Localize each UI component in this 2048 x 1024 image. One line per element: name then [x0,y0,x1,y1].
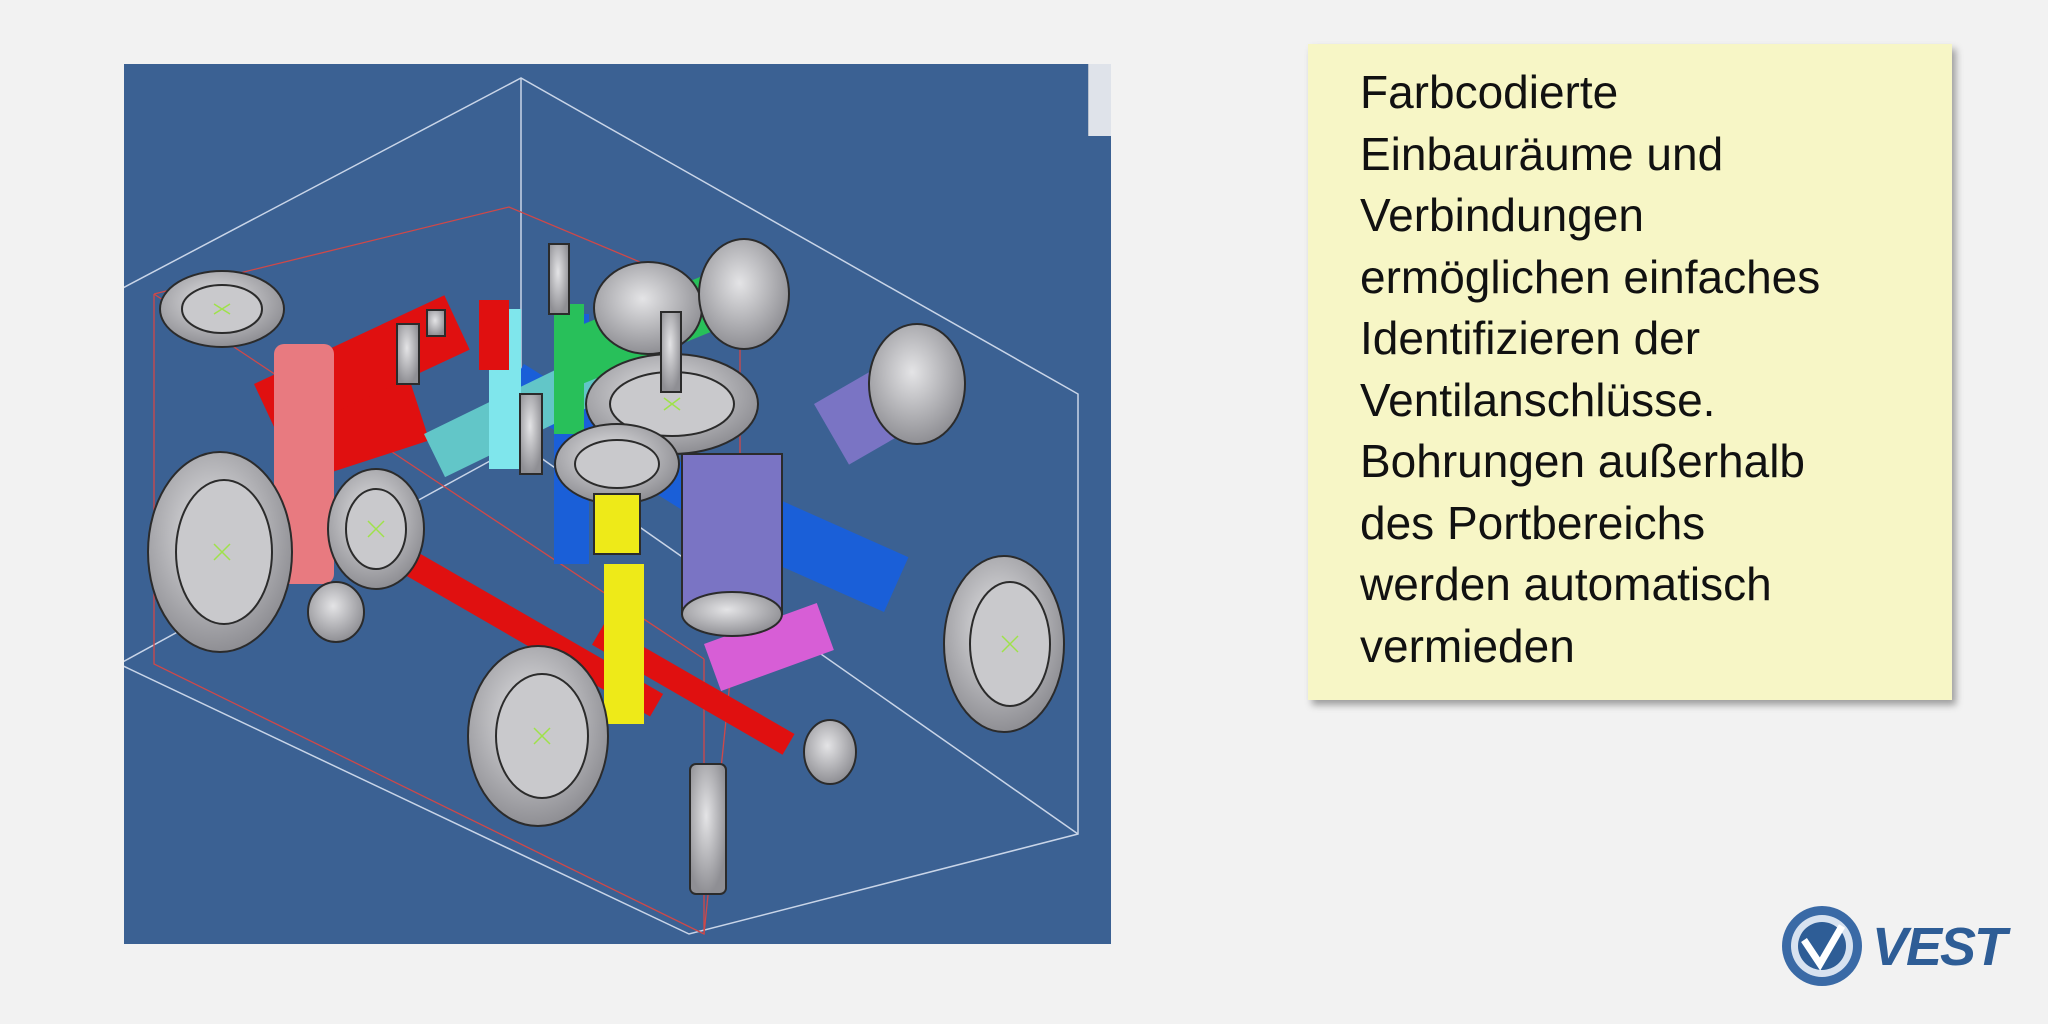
galleries [254,251,962,755]
logo-wordmark: VEST [1872,917,2007,977]
cad-view-cube-icon[interactable] [1088,64,1111,136]
ports [147,238,1065,895]
vest-logo-icon [1782,906,1862,986]
port-center-marks [213,303,1019,745]
info-note: Farbcodierte Einbauräume und Verbindunge… [1308,44,1952,700]
note-text: Farbcodierte Einbauräume und Verbindunge… [1360,66,1821,672]
manifold-block-model [124,77,1079,935]
vest-logo: VEST [1776,900,2007,992]
cad-3d-viewport[interactable] [124,64,1111,944]
